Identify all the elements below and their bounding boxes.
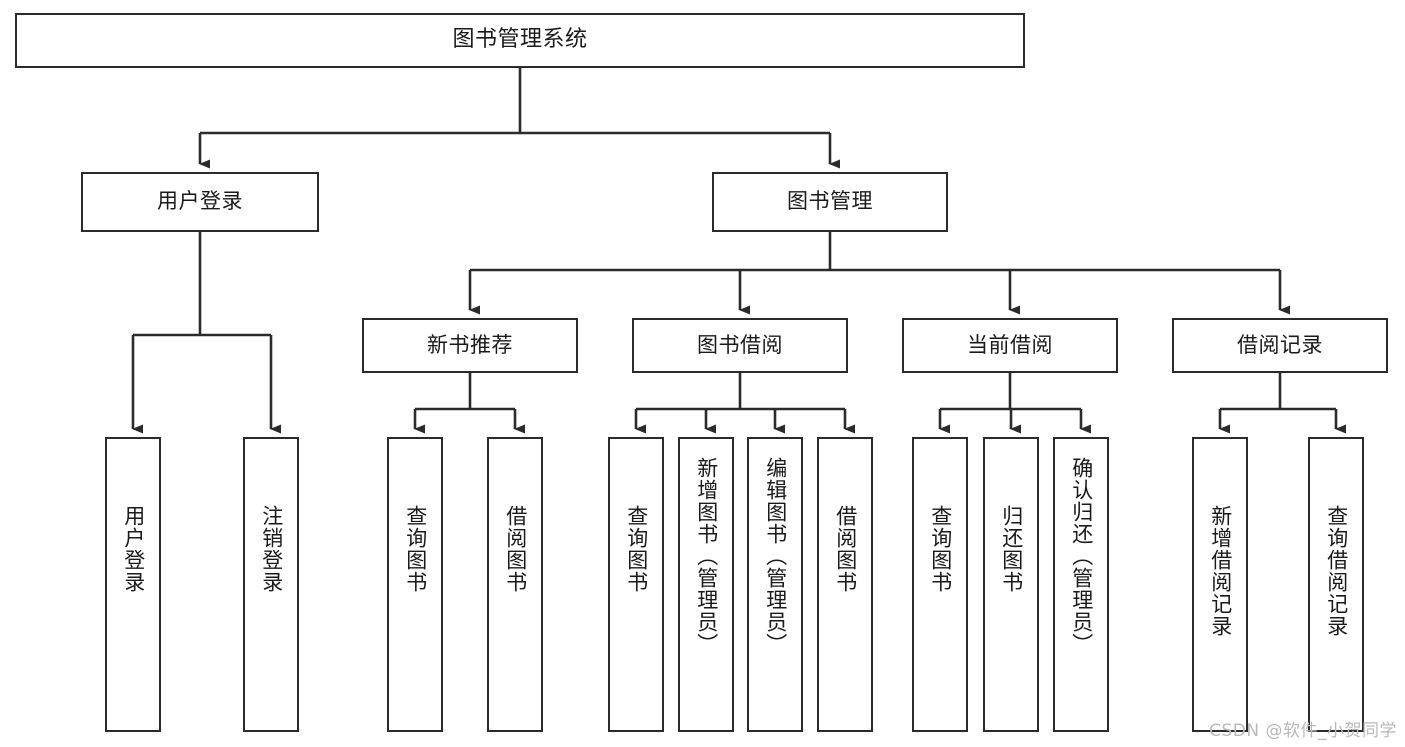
node-leaf-add-book-label: 新增图书（管理员） xyxy=(694,457,719,655)
node-leaf-user-login[interactable]: 用户登录 xyxy=(105,437,161,732)
node-current-borrow-label: 当前借阅 xyxy=(967,332,1053,357)
node-leaf-user-logout[interactable]: 注销登录 xyxy=(243,437,299,732)
node-user-login[interactable]: 用户登录 xyxy=(81,172,319,232)
node-leaf-edit-book-label: 编辑图书（管理员） xyxy=(763,457,788,655)
node-borrow-record-label: 借阅记录 xyxy=(1237,332,1323,357)
node-book-borrow-label: 图书借阅 xyxy=(697,332,783,357)
node-root-label: 图书管理系统 xyxy=(452,27,588,53)
node-root[interactable]: 图书管理系统 xyxy=(15,13,1025,68)
node-book-manage[interactable]: 图书管理 xyxy=(712,172,948,232)
node-leaf-query-record-label: 查询借阅记录 xyxy=(1324,505,1349,637)
node-leaf-borrow-book-rec-label: 借阅图书 xyxy=(503,505,528,593)
node-leaf-return-book-label: 归还图书 xyxy=(999,505,1024,593)
node-user-login-label: 用户登录 xyxy=(157,189,243,214)
node-leaf-query-book-borrow[interactable]: 查询图书 xyxy=(608,437,664,732)
node-book-borrow[interactable]: 图书借阅 xyxy=(632,318,848,373)
node-leaf-query-record[interactable]: 查询借阅记录 xyxy=(1308,437,1364,732)
node-book-manage-label: 图书管理 xyxy=(787,189,873,214)
node-leaf-query-book-cur[interactable]: 查询图书 xyxy=(912,437,968,732)
node-leaf-query-book-rec-label: 查询图书 xyxy=(403,505,428,593)
node-leaf-add-record-label: 新增借阅记录 xyxy=(1208,505,1233,637)
node-leaf-confirm-return[interactable]: 确认归还（管理员） xyxy=(1053,437,1109,732)
node-leaf-borrow-book-rec[interactable]: 借阅图书 xyxy=(487,437,543,732)
watermark-text: CSDN @软件_小贺同学 xyxy=(1209,721,1397,741)
node-leaf-query-book-rec[interactable]: 查询图书 xyxy=(387,437,443,732)
node-leaf-confirm-return-label: 确认归还（管理员） xyxy=(1069,457,1094,655)
node-leaf-query-book-cur-label: 查询图书 xyxy=(928,505,953,593)
node-borrow-record[interactable]: 借阅记录 xyxy=(1172,318,1388,373)
node-new-book-recommend[interactable]: 新书推荐 xyxy=(362,318,578,373)
node-new-book-recommend-label: 新书推荐 xyxy=(427,332,513,357)
node-current-borrow[interactable]: 当前借阅 xyxy=(902,318,1118,373)
node-leaf-user-login-label: 用户登录 xyxy=(121,505,146,593)
node-leaf-borrow-book-label: 借阅图书 xyxy=(833,505,858,593)
node-leaf-user-logout-label: 注销登录 xyxy=(259,505,284,593)
node-leaf-return-book[interactable]: 归还图书 xyxy=(983,437,1039,732)
node-leaf-add-book[interactable]: 新增图书（管理员） xyxy=(678,437,734,732)
node-leaf-query-book-borrow-label: 查询图书 xyxy=(624,505,649,593)
node-leaf-borrow-book[interactable]: 借阅图书 xyxy=(817,437,873,732)
node-leaf-add-record[interactable]: 新增借阅记录 xyxy=(1192,437,1248,732)
node-leaf-edit-book[interactable]: 编辑图书（管理员） xyxy=(747,437,803,732)
